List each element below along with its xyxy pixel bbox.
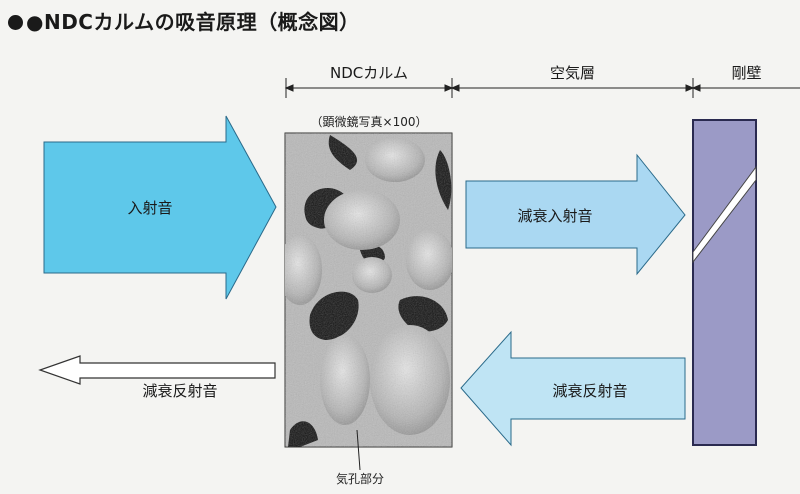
- pore-label: 気孔部分: [335, 472, 384, 486]
- attenuated-incident-label: 減衰入射音: [517, 207, 593, 225]
- header-wall: 剛壁: [731, 64, 762, 82]
- attenuated-reflected-arrow-right: [460, 330, 686, 447]
- micrograph-image: [284, 132, 453, 448]
- attenuated-reflected-label-left: 減衰反射音: [142, 382, 218, 400]
- dimension-line: [284, 78, 800, 98]
- header-air-layer: 空気層: [549, 64, 595, 82]
- incident-arrow-label: 入射音: [127, 199, 173, 217]
- attenuated-reflected-label-right: 減衰反射音: [552, 382, 628, 400]
- micrograph-caption: （顕微鏡写真×100）: [310, 115, 428, 129]
- bullet-icon: [8, 15, 23, 30]
- incident-arrow: [43, 115, 277, 300]
- attenuated-incident-arrow: [465, 153, 686, 276]
- diagram-title: ●NDCカルムの吸音原理（概念図）: [8, 6, 360, 35]
- pore-pointer-line: [356, 429, 361, 471]
- rigid-wall: [692, 119, 757, 446]
- diagram-title-text: ●NDCカルムの吸音原理（概念図）: [26, 10, 360, 34]
- header-material: NDCカルム: [330, 64, 408, 82]
- outgoing-reflected-arrow: [38, 355, 276, 385]
